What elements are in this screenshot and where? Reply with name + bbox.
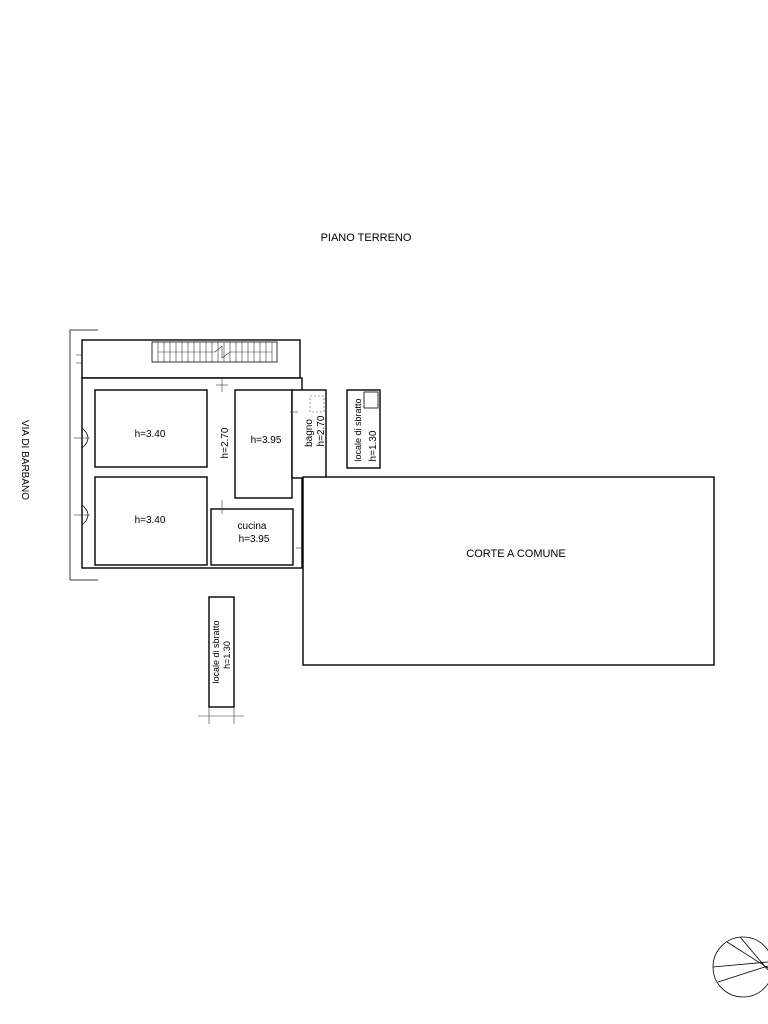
- center-room: h=3.95: [234, 389, 293, 499]
- room-b: h=3.40: [94, 476, 208, 566]
- courtyard: CORTE A COMUNE: [302, 476, 715, 666]
- center-room-height: h=3.95: [251, 435, 282, 446]
- bath-height: h=2.70: [316, 415, 327, 446]
- storage-top-name: locale di sbratto: [353, 398, 363, 461]
- kitchen: cucina h=3.95: [210, 508, 294, 566]
- room-a: h=3.40: [94, 389, 208, 468]
- room-a-height: h=3.40: [135, 429, 166, 440]
- storage-bottom: locale di sbratto h=1.30: [198, 596, 244, 724]
- bath-name: bagno: [304, 419, 315, 447]
- room-b-height: h=3.40: [135, 515, 166, 526]
- kitchen-name: cucina: [238, 521, 267, 532]
- storage-top: locale di sbratto h=1.30: [346, 389, 381, 469]
- courtyard-label: CORTE A COMUNE: [466, 548, 565, 560]
- kitchen-height: h=3.95: [239, 534, 270, 545]
- storage-top-height: h=1.30: [368, 430, 379, 461]
- bath: bagno h=2.70: [291, 389, 327, 479]
- north-arrow-icon: [712, 936, 768, 998]
- plan-title: PIANO TERRENO: [321, 232, 412, 244]
- storage-bottom-height: h=1.30: [222, 641, 232, 669]
- corridor-height: h=2.70: [220, 427, 231, 458]
- street-label: VIA DI BARBANO: [19, 420, 30, 500]
- window-marks: [74, 427, 90, 526]
- corridor: h=2.70: [220, 427, 231, 458]
- staircase: [151, 341, 278, 363]
- storage-bottom-name: locale di sbratto: [211, 620, 221, 683]
